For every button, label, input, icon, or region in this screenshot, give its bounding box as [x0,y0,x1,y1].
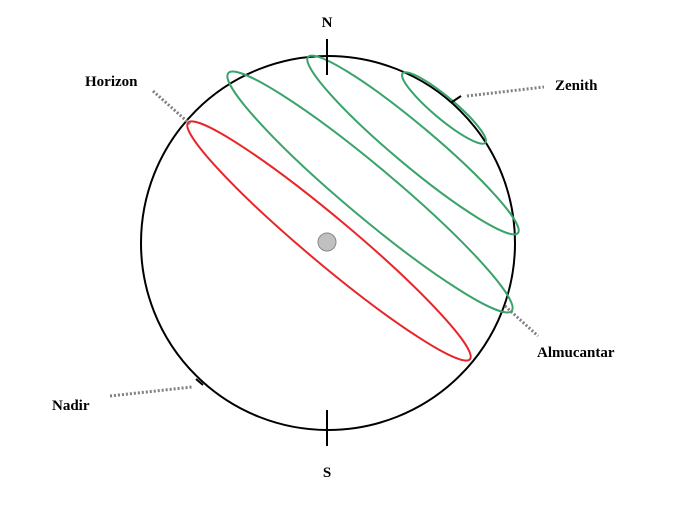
horizon-circle [186,120,472,362]
nadir-label: Nadir [52,398,90,414]
nadir-leader [109,385,193,398]
north-label: N [322,15,333,31]
nadir-tick [195,378,204,386]
horizon-leader [152,89,191,126]
almucantar-label: Almucantar [537,345,615,361]
horizon-label: Horizon [85,74,138,90]
almucantar-circle-medium [306,54,520,236]
almucantar-leader [503,304,540,338]
zenith-tick [451,95,462,103]
south-label: S [323,465,331,481]
zenith-label: Zenith [555,78,598,94]
observer-dot [317,232,337,252]
zenith-leader [466,85,545,98]
almucantar-circle-small [401,71,487,145]
